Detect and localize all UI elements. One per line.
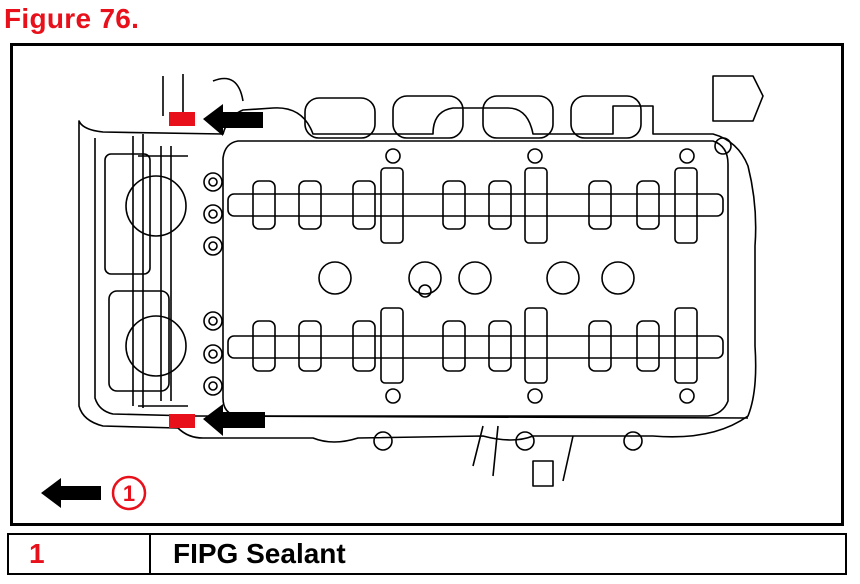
figure-title: Figure 76. [4, 3, 140, 34]
exhaust-camshaft [227, 335, 724, 359]
inner-flange [94, 138, 749, 419]
legend-label: FIPG Sealant [173, 538, 346, 569]
callout-circle-icon [111, 475, 147, 511]
callout-number: 1 [123, 481, 135, 506]
intake-camshaft [227, 193, 724, 217]
cam-carrier-outline [222, 140, 729, 417]
sealant-marker-bottom-icon [169, 414, 195, 428]
arrow-left-icon [203, 404, 265, 436]
engine-diagram: 1 [10, 43, 844, 526]
intake-cam-lobes [252, 180, 660, 230]
arrow-left-icon [203, 104, 263, 136]
bearing-caps [380, 167, 698, 384]
exhaust-cam-lobes [252, 320, 660, 372]
legend-table: 1 FIPG Sealant [7, 533, 847, 575]
legend-number: 1 [9, 535, 151, 573]
spark-plug-bores [318, 261, 635, 298]
sealant-marker-top-icon [169, 112, 195, 126]
cylinder-head-drawing: 1 [41, 74, 764, 511]
housing-outline [78, 105, 757, 443]
timing-chain-assembly [104, 134, 188, 408]
arrow-left-icon [41, 478, 101, 508]
head-bolts [203, 137, 732, 451]
